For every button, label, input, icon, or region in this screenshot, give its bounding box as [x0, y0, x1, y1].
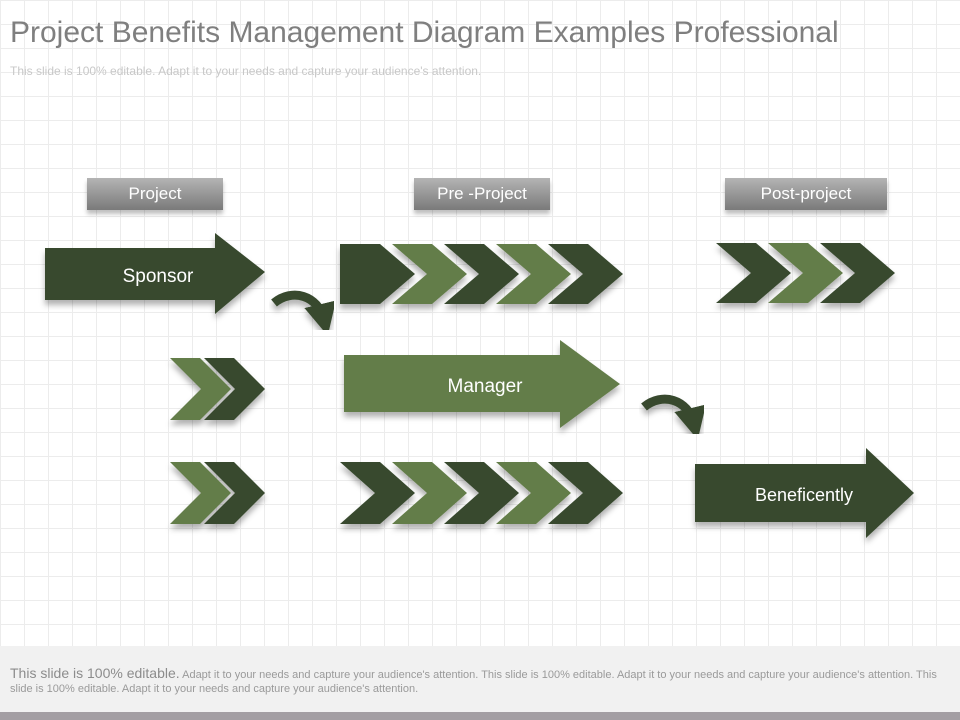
benefits-diagram: Sponsor Manager Beneficently [45, 233, 914, 538]
chevron [204, 462, 265, 524]
phase-tab-project: Project [87, 178, 223, 210]
bottom-bar [0, 712, 960, 720]
chevron [340, 462, 415, 524]
chevron [170, 462, 231, 524]
page-subtitle: This slide is 100% editable. Adapt it to… [10, 64, 482, 78]
project-chevrons-middle [170, 358, 265, 420]
curved-arrow-icon [641, 394, 706, 440]
post-project-chevrons [716, 243, 895, 303]
chevron [444, 462, 519, 524]
curved-arrow-icon [271, 290, 336, 336]
sponsor-label: Sponsor [123, 266, 194, 287]
chevron [548, 244, 623, 304]
chevron [548, 462, 623, 524]
manager-label: Manager [448, 376, 524, 397]
pre-project-chevrons-top [340, 244, 623, 304]
chevron [716, 243, 791, 303]
manager-arrow [344, 340, 620, 428]
chevron [204, 358, 265, 420]
footer-text: This slide is 100% editable. Adapt it to… [10, 666, 940, 696]
footer-panel: This slide is 100% editable. Adapt it to… [0, 646, 960, 712]
footer-body: Adapt it to your needs and capture your … [10, 669, 937, 695]
chevron [392, 244, 467, 304]
chevron [392, 462, 467, 524]
page-title: Project Benefits Management Diagram Exam… [10, 16, 839, 49]
chevron [496, 462, 571, 524]
sponsor-arrow [45, 233, 265, 314]
chevron [170, 358, 231, 420]
chevron [496, 244, 571, 304]
beneficently-arrow [695, 448, 914, 538]
footer-lead: This slide is 100% editable. [10, 665, 180, 681]
chevron [768, 243, 843, 303]
chevron [340, 244, 415, 304]
project-chevrons-bottom [170, 462, 265, 524]
chevron [444, 244, 519, 304]
pre-project-chevrons-bottom [340, 462, 623, 524]
chevron [820, 243, 895, 303]
phase-tab-pre-project: Pre -Project [414, 178, 550, 210]
phase-tab-post-project: Post-project [725, 178, 887, 210]
beneficently-label: Beneficently [755, 485, 853, 505]
